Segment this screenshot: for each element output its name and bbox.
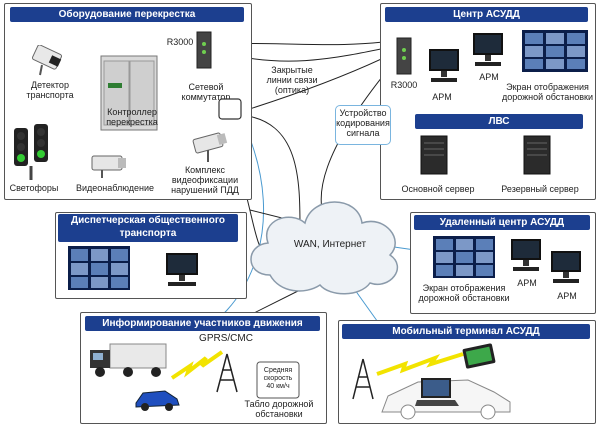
screen-label-line1: Экран отображения bbox=[506, 82, 589, 92]
speed-sign-line3: 40 км/ч bbox=[266, 383, 290, 390]
tablo-label: Табло дорожной обстановки bbox=[234, 399, 324, 419]
lightning-right-icon bbox=[376, 352, 464, 376]
complex-label-line2: видеофиксации bbox=[171, 175, 239, 185]
main-server-label: Основной сервер bbox=[401, 184, 475, 194]
dispatch-title-text: Диспетчерская общественного транспорта bbox=[71, 215, 225, 239]
lightning-left-icon bbox=[170, 350, 224, 380]
speed-sign-line1: Средняя bbox=[263, 367, 293, 374]
r3000-left-label: R3000 bbox=[166, 37, 194, 47]
mobile-title: Мобильный терминал АСУДД bbox=[342, 324, 590, 339]
router-r3000-right-icon bbox=[396, 37, 412, 75]
controller-label: Контроллер перекрестка bbox=[92, 107, 172, 127]
tablo-label-line1: Табло дорожной bbox=[244, 399, 314, 409]
closed-lines-line2: линии связи bbox=[266, 75, 318, 85]
switch-label-line2: коммутатор bbox=[181, 92, 231, 102]
wan-cloud-icon bbox=[250, 201, 399, 295]
complex-label-line3: нарушений ПДД bbox=[171, 185, 239, 195]
encoder-label-line3: сигнала bbox=[346, 128, 380, 138]
cctv-camera-icon bbox=[91, 155, 126, 178]
closed-lines-label: Закрытые линии связи (оптика) bbox=[252, 65, 332, 95]
encoder-label: Устройство кодирования сигнала bbox=[334, 108, 392, 138]
workstation-2-icon bbox=[473, 33, 503, 66]
remote-screen-label-line2: дорожной обстановки bbox=[418, 293, 510, 303]
speed-sign-icon bbox=[256, 361, 300, 399]
controller-label-line2: перекрестка bbox=[106, 117, 158, 127]
speed-sign-label: Средняя скорость 40 км/ч bbox=[255, 367, 301, 391]
workstation-1-icon bbox=[429, 49, 459, 82]
dispatch-title: Диспетчерская общественного транспорта bbox=[58, 214, 238, 242]
remote-screen-icon bbox=[433, 236, 495, 278]
tablet-icon bbox=[462, 343, 496, 369]
dispatch-workstation-icon bbox=[166, 253, 198, 286]
violation-camera-icon bbox=[192, 132, 228, 162]
encoder-callout bbox=[335, 105, 391, 145]
router-r3000-left-icon bbox=[196, 31, 212, 69]
controller-label-line1: Контроллер bbox=[107, 107, 157, 117]
backup-server-label: Резервный сервер bbox=[501, 184, 579, 194]
car-icon bbox=[135, 390, 180, 411]
switch-label-line1: Сетевой bbox=[188, 82, 224, 92]
inform-title: Информирование участников движения bbox=[85, 316, 320, 331]
truck-icon bbox=[90, 343, 167, 377]
radio-tower-left-icon bbox=[216, 353, 238, 393]
backup-server-icon bbox=[523, 135, 551, 175]
controller-cabinet-icon bbox=[100, 55, 158, 131]
screen-label: Экран отображения дорожной обстановки bbox=[500, 82, 595, 102]
detector-icon bbox=[31, 45, 63, 76]
speed-sign-line2: скорость bbox=[263, 375, 293, 382]
remote-screen-label-line1: Экран отображения bbox=[422, 283, 506, 293]
r3000-right-label: R3000 bbox=[390, 80, 418, 90]
radio-tower-right-icon bbox=[352, 358, 374, 400]
dispatch-screen-icon bbox=[68, 246, 130, 290]
remote-workstation-1-icon bbox=[511, 239, 541, 271]
complex-label: Комплекс видеофиксации нарушений ПДД bbox=[160, 165, 250, 195]
detector-label-line1: Детектор bbox=[31, 80, 69, 90]
tablo-label-line2: обстановки bbox=[255, 409, 303, 419]
encoder-label-line2: кодирования bbox=[336, 118, 390, 128]
closed-lines-line3: (оптика) bbox=[274, 85, 310, 95]
gprs-label: GPRS/CMC bbox=[199, 333, 253, 344]
traffic-lights-label: Светофоры bbox=[9, 183, 59, 193]
remote-workstation-2-icon bbox=[551, 251, 581, 283]
traffic-lights-icon bbox=[14, 124, 48, 180]
lan-title: ЛВС bbox=[415, 114, 583, 129]
remote-arm-label-2: АРМ bbox=[557, 291, 577, 301]
laptop-icon bbox=[415, 378, 459, 406]
remote-title: Удаленный центр АСУДД bbox=[414, 215, 590, 230]
network-switch-icon bbox=[218, 98, 242, 120]
arm-label-1: АРМ bbox=[432, 92, 452, 102]
detector-label-line2: транспорта bbox=[26, 90, 74, 100]
traffic-screen-icon bbox=[522, 30, 588, 72]
encoder-label-line1: Устройство bbox=[339, 108, 387, 118]
video-label: Видеонаблюдение bbox=[75, 183, 155, 193]
remote-arm-label-1: АРМ bbox=[517, 278, 537, 288]
switch-label: Сетевой коммутатор bbox=[175, 82, 237, 102]
intersection-title: Оборудование перекрестка bbox=[10, 7, 244, 22]
detector-label: Детектор транспорта bbox=[20, 80, 80, 100]
screen-label-line2: дорожной обстановки bbox=[502, 92, 593, 102]
remote-screen-label: Экран отображения дорожной обстановки bbox=[414, 283, 514, 303]
complex-label-line1: Комплекс bbox=[184, 165, 226, 175]
arm-label-2: АРМ bbox=[479, 72, 499, 82]
closed-lines-line1: Закрытые bbox=[271, 65, 313, 75]
center-title: Центр АСУДД bbox=[385, 7, 588, 22]
main-server-icon bbox=[420, 135, 448, 175]
wan-label: WAN, Интернет bbox=[293, 239, 367, 250]
